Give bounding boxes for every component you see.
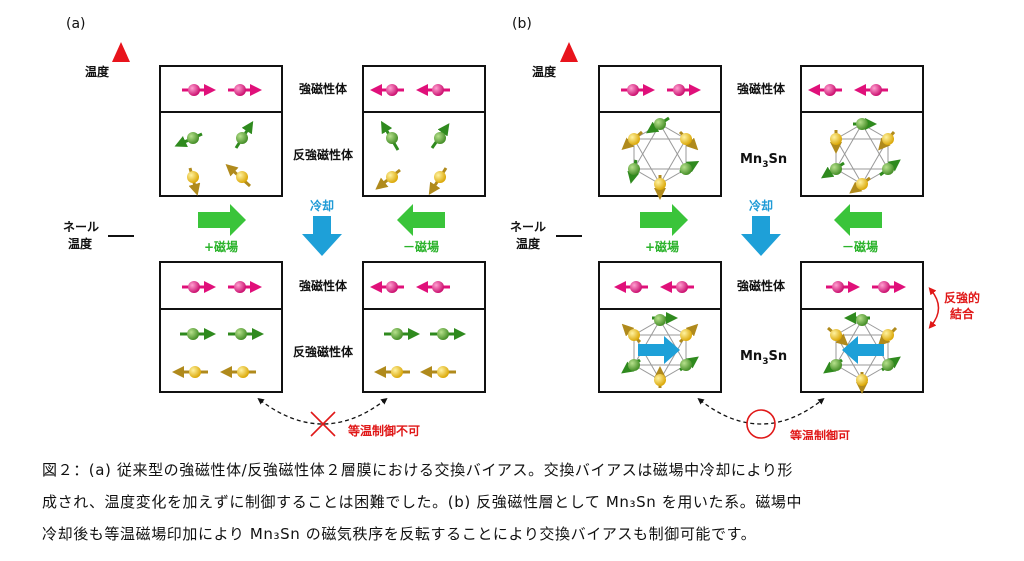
cooling-arrow [302,216,342,256]
neel-label-line2: 温度 [68,236,93,251]
minus-field-arrow [834,204,882,236]
plus-field-arrow [640,204,688,236]
panel-a: (a) 温度 ネール 温度 強磁性体 反強磁性体 強磁性体 反強磁 [63,16,486,438]
coupling-label-line1: 反強的 [944,290,980,305]
box-a-top-right [362,65,486,197]
isothermal-not-possible: 等温制御不可 [347,423,420,438]
net-moment-arrow-left [842,336,884,364]
cool-label: 冷却 [310,198,334,213]
minus-field-arrow [397,204,445,236]
neel-label-line1: ネール [510,220,546,234]
kagome-lattice-b-top-left [621,116,700,200]
mn3sn-label-top: Mn3Sn [740,152,787,170]
kagome-lattice-b-top-right [821,118,901,194]
antiferro-label-bottom: 反強磁性体 [293,344,354,359]
minus-field-label: －磁場 [842,239,878,254]
panel-b-label: (b) [512,16,532,32]
coupling-bracket [928,287,940,329]
circle-mark [746,409,776,439]
antiferro-spins-a-bottom [172,328,466,378]
magenta-spins-b [614,84,906,293]
isothermal-switch-curve [257,398,388,425]
caption-line: 図２：(a) 従来型の強磁性体/反強磁性体２層膜における交換バイアス。交換バイア… [42,461,794,479]
cool-label: 冷却 [749,198,773,213]
kagome-lattice-b-bottom-left [621,312,699,388]
ferro-label-bottom: 強磁性体 [299,278,348,293]
antiferro-label-top: 反強磁性体 [293,147,354,162]
plus-field-label: +磁場 [645,239,679,254]
neel-label-line1: ネール [63,220,99,234]
temperature-label: 温度 [532,64,557,79]
neel-label-line2: 温度 [516,236,541,251]
ferro-label-bottom: 強磁性体 [737,278,786,293]
coupling-label-line2: 結合 [950,306,975,321]
magenta-spins-a [182,84,450,293]
caption-line: 冷却後も等温磁場印加により Mn₃Sn の磁気秩序を反転することにより交換バイア… [42,525,757,543]
cooling-arrow [741,216,781,256]
caption-line: 成され、温度変化を加えずに制御することは困難でした。(b) 反強磁性層として M… [42,493,803,511]
kagome-lattice-b-bottom-right [823,312,901,394]
temperature-axis-arrowhead [560,42,578,62]
mn3sn-label-bottom: Mn3Sn [740,349,787,367]
temperature-label: 温度 [85,64,110,79]
antiferro-spins-a-top [174,120,450,196]
isothermal-switch-curve [697,397,825,425]
net-moment-arrow-right [638,336,680,364]
box-a-top-left [159,65,283,197]
ferro-label-top: 強磁性体 [299,81,348,96]
exchange-bias-figure: (a) 温度 ネール 温度 強磁性体 反強磁性体 強磁性体 反強磁 [63,16,980,440]
isothermal-possible: 等温制御可 [789,428,850,440]
temperature-axis-arrowhead [112,42,130,62]
plus-field-label: +磁場 [204,239,238,254]
panel-b: (b) 温度 ネール 温度 強磁性体 強磁性体 Mn3Sn Mn3Sn [510,16,980,440]
cross-mark [310,411,336,437]
ferro-label-top: 強磁性体 [737,81,786,96]
minus-field-label: －磁場 [403,239,439,254]
panel-a-label: (a) [66,16,86,32]
plus-field-arrow [198,204,246,236]
box-b-top-right [800,65,924,197]
figure-caption: 図２：(a) 従来型の強磁性体/反強磁性体２層膜における交換バイアス。交換バイア… [42,454,1002,550]
